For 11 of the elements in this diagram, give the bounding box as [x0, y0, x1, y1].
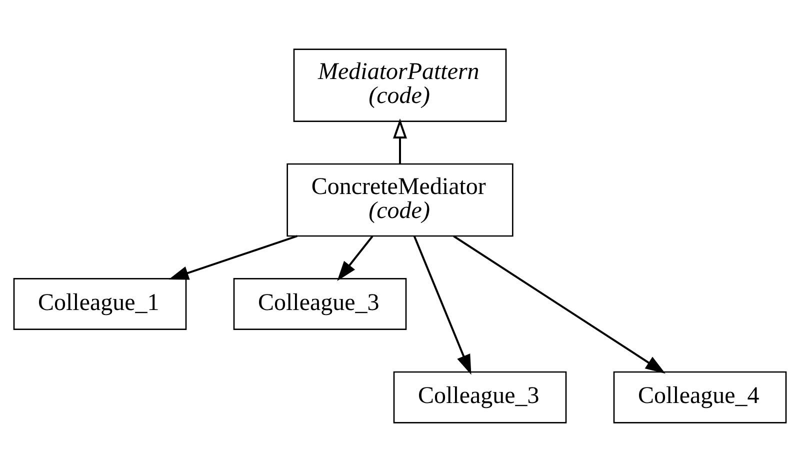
node-box: MediatorPattern (code) — [293, 48, 507, 122]
node-box: Colleague_3 — [233, 278, 407, 330]
arrow — [337, 235, 374, 280]
node-box: Colleague_3 — [393, 370, 567, 423]
arrow — [168, 234, 298, 280]
node-box: Colleague_1 — [13, 278, 187, 330]
node-box: Colleague_4 — [613, 370, 787, 423]
arrow — [393, 118, 407, 164]
node-box: ConcreteMediator (code) — [286, 162, 514, 236]
arrow — [413, 235, 472, 374]
arrow — [453, 234, 666, 374]
